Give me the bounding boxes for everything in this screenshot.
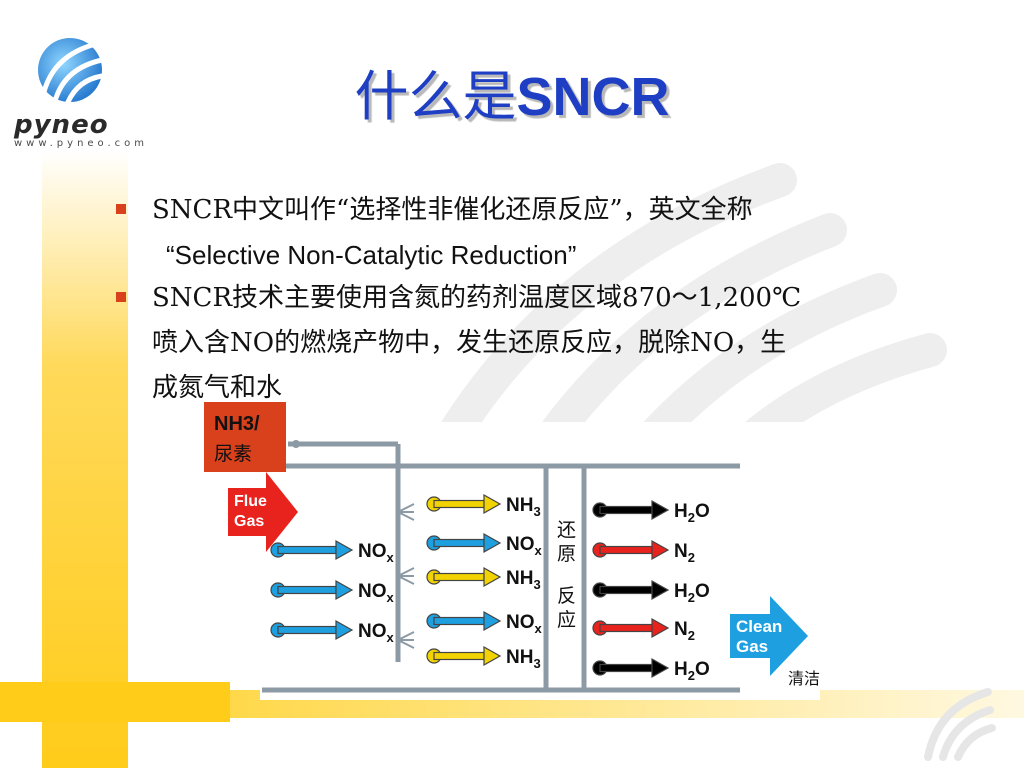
outlet-molecule-water-label: H2O <box>674 581 710 605</box>
mid-molecule-reagent-label: NH3 <box>506 495 541 519</box>
background-bar-vertical <box>42 150 128 768</box>
inlet-nox-molecule-arrowhead-icon <box>335 539 354 561</box>
logo-url-text: www.pyneo.com <box>14 138 149 149</box>
mid-molecule-reagent-shaft <box>433 651 485 661</box>
reaction-zone-char-1: 还 <box>557 519 576 541</box>
mid-molecule-reagent-shaft <box>433 572 485 582</box>
outlet-molecule-nitrogen-arrowhead-icon <box>651 539 670 561</box>
mid-molecule-nox-arrowhead-icon <box>483 610 502 632</box>
outlet-molecule-water-label: H2O <box>674 501 710 525</box>
outlet-molecule-water-shaft <box>599 663 653 673</box>
mid-molecule-reagent-shaft <box>433 499 485 509</box>
title-sncr: SNCR <box>516 67 670 127</box>
nozzle-group <box>397 503 415 649</box>
mid-molecule-nox-label: NOx <box>506 534 543 558</box>
flue-gas-label-1: Flue <box>234 493 267 510</box>
outlet-molecule-water: H2O <box>592 499 710 525</box>
outlet-molecule-nitrogen-label: N2 <box>674 541 695 565</box>
clean-gas-arrow-icon <box>730 596 808 676</box>
outlet-molecule-water-arrowhead-icon <box>651 657 670 679</box>
reagent-label-2: 尿素 <box>214 443 252 465</box>
feed-connector <box>292 440 300 448</box>
outlet-molecule-nitrogen: N2 <box>592 539 695 565</box>
mid-molecule-reagent: NH3 <box>426 493 541 519</box>
flue-gas-arrow-icon <box>228 472 298 552</box>
inlet-nox-molecule-arrowhead-icon <box>335 579 354 601</box>
outlet-molecule-nitrogen-label: N2 <box>674 619 695 643</box>
outlet-molecule-water-shaft <box>599 585 653 595</box>
corner-watermark-icon <box>924 688 996 761</box>
page-title: 什么是SNCR <box>0 52 1024 131</box>
reaction-zone-char-4: 应 <box>557 609 576 631</box>
pyneo-logo-icon: pyneo <box>13 38 109 140</box>
reaction-zone-char-3: 反 <box>557 585 576 607</box>
outlet-molecule-water-arrowhead-icon <box>651 499 670 521</box>
outlet-molecule-nitrogen: N2 <box>592 617 695 643</box>
bullet-2-line-3: 成氮气和水 <box>152 373 283 403</box>
mid-molecule-reagent-arrowhead-icon <box>483 493 502 515</box>
bullet-marker-2 <box>116 292 126 302</box>
mid-molecule-reagent: NH3 <box>426 566 541 592</box>
inlet-nox-molecule: NOx <box>270 619 395 645</box>
bullet-1-line-1: SNCR中文叫作“选择性非催化还原反应”，英文全称 <box>152 195 753 225</box>
clean-gas-label-1: Clean <box>736 617 782 636</box>
title-chinese: 什么是 <box>354 65 517 128</box>
bullet-text-1: SNCR中文叫作“选择性非催化还原反应”，英文全称 “Selective Non… <box>152 188 942 278</box>
bullet-1-line-2: “Selective Non-Catalytic Reduction” <box>166 240 577 270</box>
inlet-nox-molecule: NOx <box>270 579 395 605</box>
inlet-nox-molecule-arrowhead-icon <box>335 619 354 641</box>
mid-molecule-reagent-arrowhead-icon <box>483 645 502 667</box>
mid-molecule-nox: NOx <box>426 532 543 558</box>
inlet-nox-molecule-label: NOx <box>358 541 395 565</box>
mid-molecule-reagent-label: NH3 <box>506 568 541 592</box>
mid-molecule-nox-arrowhead-icon <box>483 532 502 554</box>
outlet-molecule-water-shaft <box>599 505 653 515</box>
outlet-molecule-water: H2O <box>592 657 710 683</box>
flue-gas-label-2: Gas <box>234 513 264 530</box>
inlet-nox-molecule-shaft <box>277 625 337 635</box>
svg-text:pyneo: pyneo <box>13 110 109 140</box>
outlet-molecule-water: H2O <box>592 579 710 605</box>
inlet-nox-molecule: NOx <box>270 539 395 565</box>
sncr-process-diagram: NH3/ 尿素 Flue Gas Clean Gas 清洁烟气 还 原 反 应 … <box>204 402 820 700</box>
mid-molecule-nox: NOx <box>426 610 543 636</box>
reagent-label-1: NH3/ <box>214 413 260 435</box>
clean-gas-cn-label: 清洁烟气 <box>788 669 820 688</box>
reagent-box <box>204 402 286 472</box>
mid-molecule-nox-label: NOx <box>506 612 543 636</box>
inlet-nox-molecule-shaft <box>277 585 337 595</box>
bullet-text-2: SNCR技术主要使用含氮的药剂温度区域870～1,200℃ 喷入含NO的燃烧产物… <box>152 276 942 411</box>
clean-gas-label-2: Gas <box>736 637 768 656</box>
inlet-nox-molecule-label: NOx <box>358 621 395 645</box>
mid-molecule-nox-shaft <box>433 538 485 548</box>
outlet-molecule-nitrogen-arrowhead-icon <box>651 617 670 639</box>
inlet-nox-molecule-shaft <box>277 545 337 555</box>
outlet-molecule-nitrogen-shaft <box>599 545 653 555</box>
outlet-molecule-water-label: H2O <box>674 659 710 683</box>
reaction-zone-char-2: 原 <box>557 543 576 565</box>
outlet-molecule-nitrogen-shaft <box>599 623 653 633</box>
inlet-nox-molecule-label: NOx <box>358 581 395 605</box>
bullet-2-line-2: 喷入含NO的燃烧产物中，发生还原反应，脱除NO，生 <box>152 328 787 358</box>
mid-molecule-nox-shaft <box>433 616 485 626</box>
mid-molecule-reagent-arrowhead-icon <box>483 566 502 588</box>
mid-molecule-reagent: NH3 <box>426 645 541 671</box>
background-bar-horizontal <box>0 682 230 722</box>
mid-molecule-reagent-label: NH3 <box>506 647 541 671</box>
bullet-marker-1 <box>116 204 126 214</box>
bullet-2-line-1: SNCR技术主要使用含氮的药剂温度区域870～1,200℃ <box>152 283 802 313</box>
outlet-molecule-water-arrowhead-icon <box>651 579 670 601</box>
